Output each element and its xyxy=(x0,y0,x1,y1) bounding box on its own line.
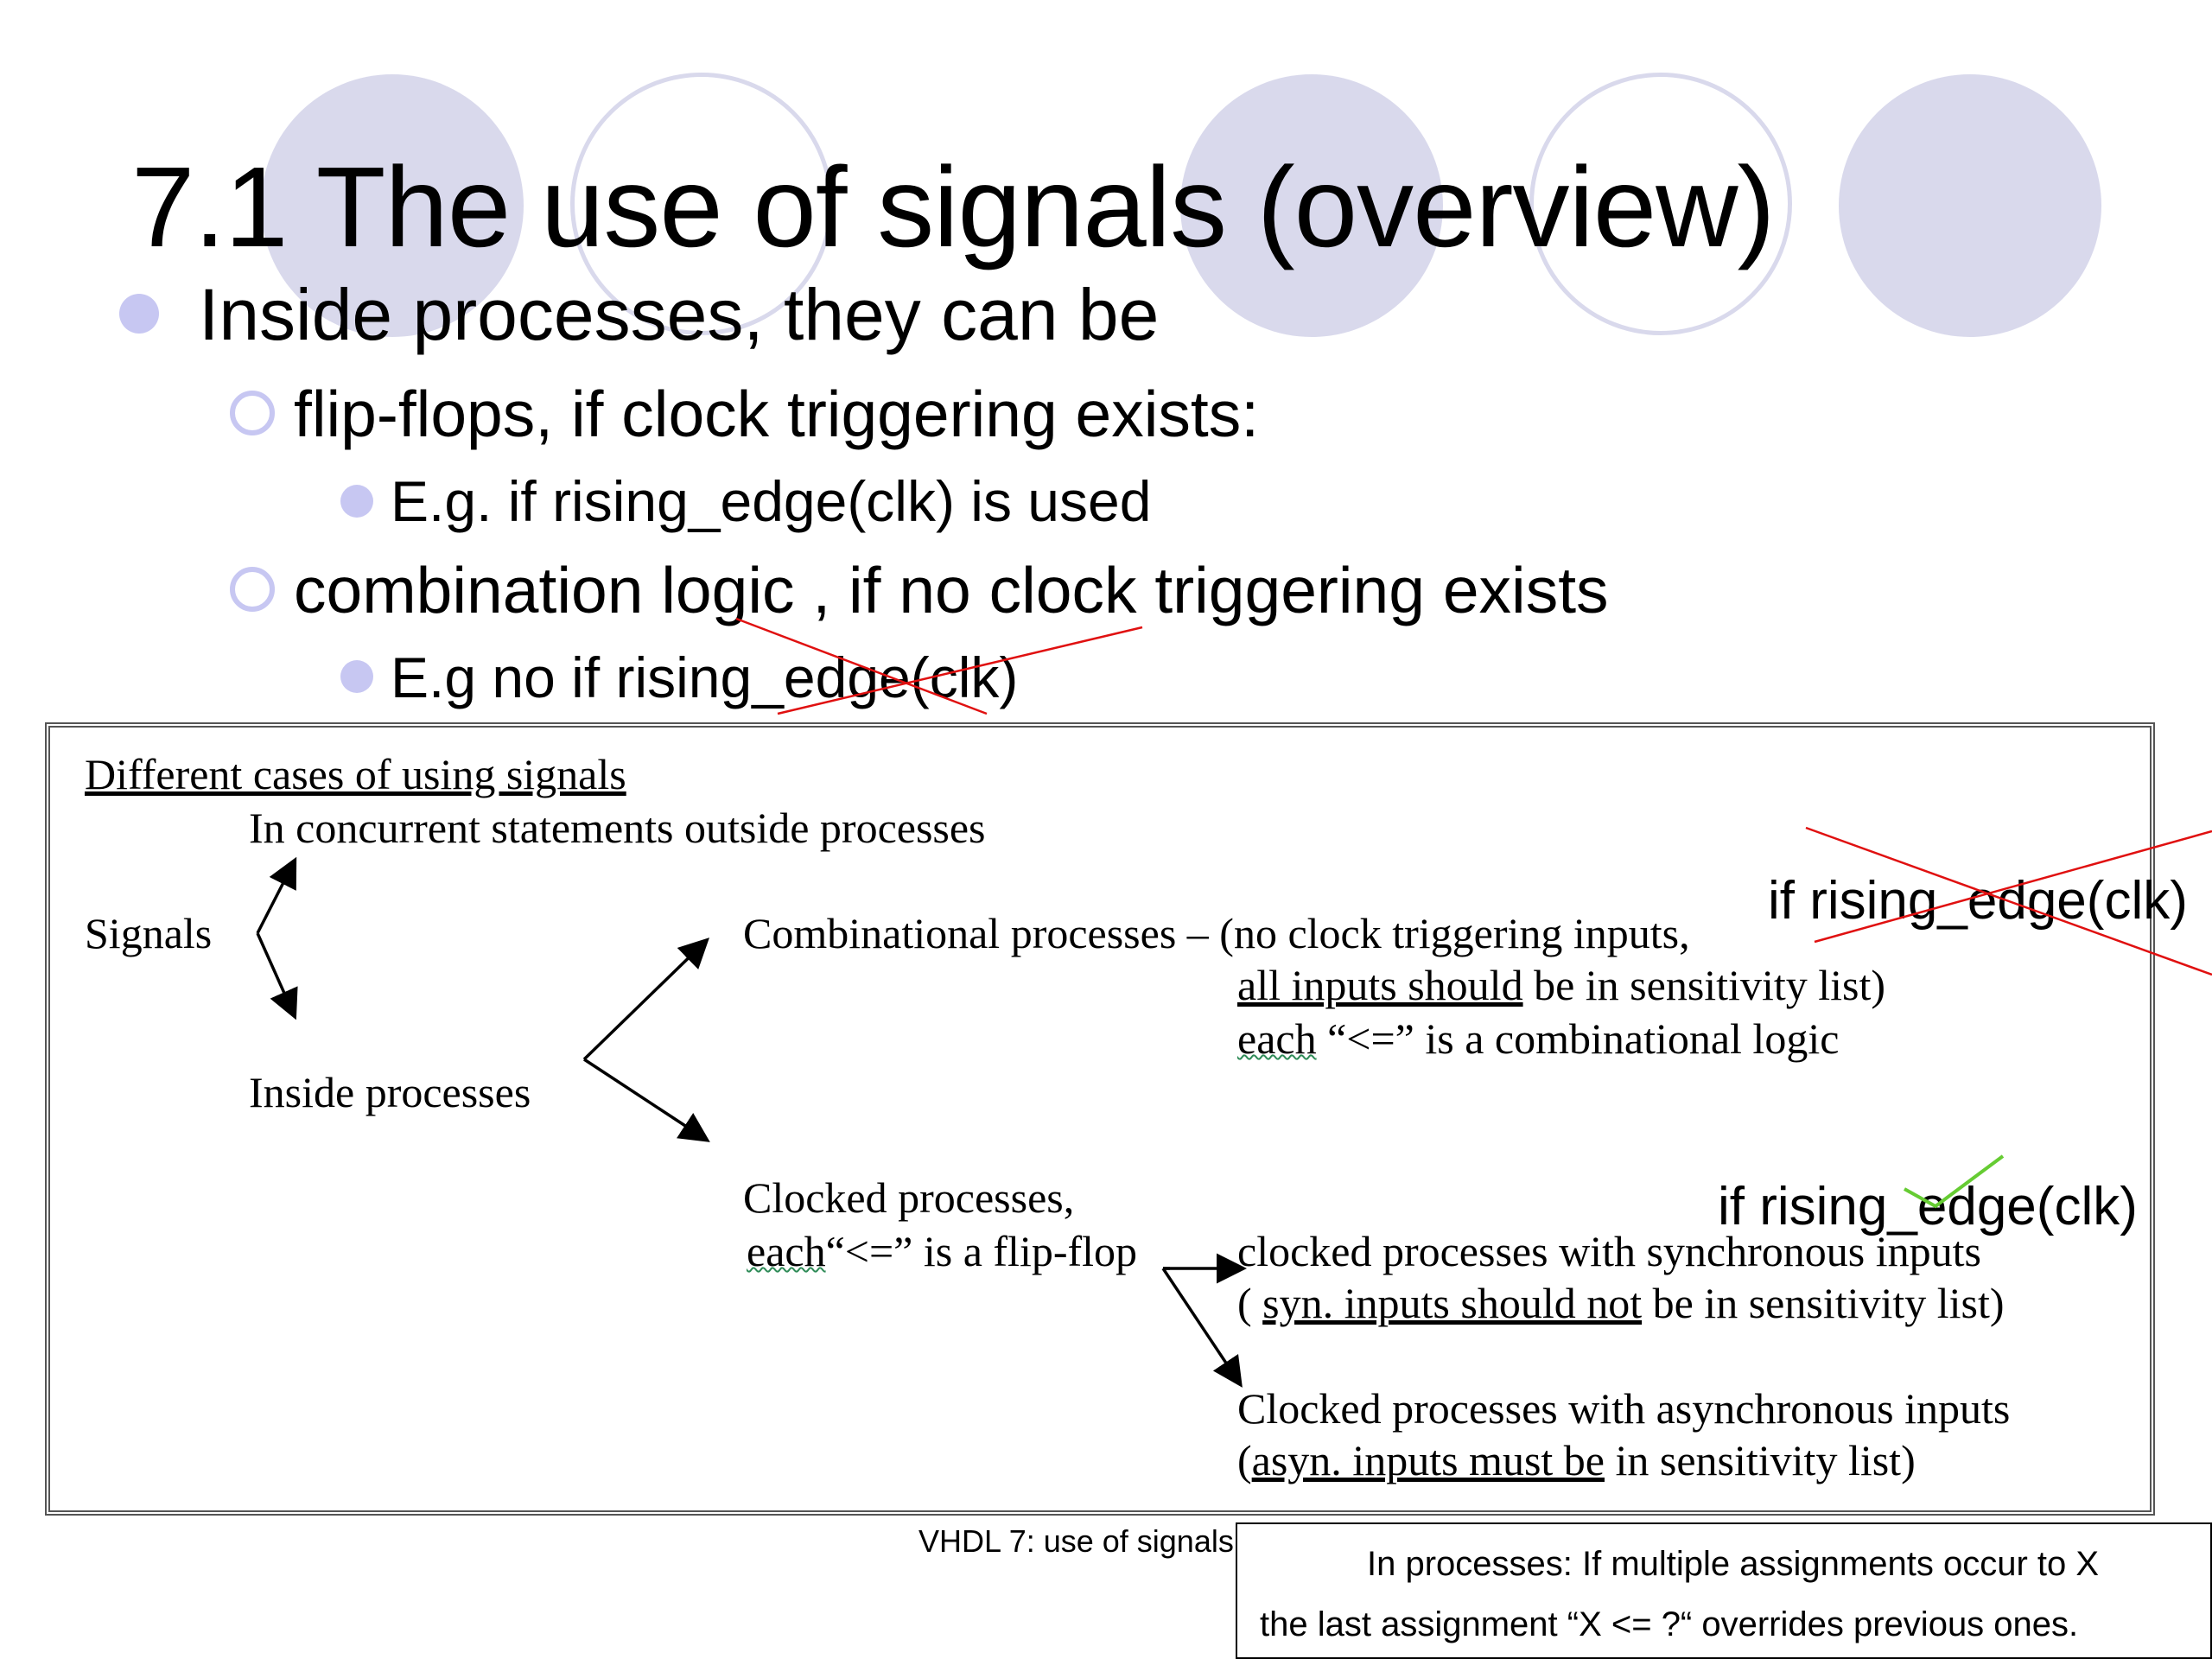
syn-inputs-should-not-text: syn. inputs should not xyxy=(1262,1279,1643,1327)
hollow-bullet-icon xyxy=(230,567,275,612)
bullet-inside-processes: Inside processes, they can be xyxy=(199,274,1160,355)
checked-if-annotation: if rising_edge(clk) xyxy=(1718,1177,2138,1236)
figure-sync-line1: clocked processes with synchronous input… xyxy=(1237,1227,1981,1275)
combinational-logic-text: “<=” is a combinational logic xyxy=(1316,1014,1840,1063)
each-text: each xyxy=(1237,1014,1317,1063)
sensitivity-list-text: in sensitivity list) xyxy=(1604,1436,1916,1484)
bullet-dot-icon xyxy=(340,485,373,518)
decor-circle-3 xyxy=(1180,74,1443,337)
figure-concurrent-label: In concurrent statements outside process… xyxy=(249,804,986,852)
figure-combinational-line1: Combinational processes – (no clock trig… xyxy=(743,909,1690,957)
signals-cases-figure xyxy=(45,722,2155,1516)
note-box: In processes: If multiple assignments oc… xyxy=(1236,1522,2212,1659)
sensitivity-list-text: be in sensitivity list) xyxy=(1522,961,1886,1009)
sensitivity-list-text: be in sensitivity list) xyxy=(1642,1279,2005,1327)
decor-circle-1 xyxy=(261,74,524,337)
note-line-2: the last assignment “X <= ?“ overrides p… xyxy=(1260,1605,2079,1643)
note-line-1: In processes: If multiple assignments oc… xyxy=(1367,1545,2100,1583)
bullet-combination-logic: combination logic , if no clock triggeri… xyxy=(294,554,1609,626)
decor-circle-4 xyxy=(1529,73,1792,335)
crossed-if-annotation: if rising_edge(clk) xyxy=(1768,871,2188,931)
slide-footer: VHDL 7: use of signals v.8a xyxy=(918,1523,1300,1559)
paren-text: ( xyxy=(1237,1279,1263,1327)
bullet-eg-no-rising-edge: E.g no if rising_edge(clk) xyxy=(391,645,1019,709)
bullet-dot-icon xyxy=(340,660,373,693)
figure-combinational-line2: all inputs should be in sensitivity list… xyxy=(1237,959,1885,1011)
asyn-inputs-must-be-text: asyn. inputs must be xyxy=(1251,1436,1605,1484)
all-inputs-should-text: all inputs should xyxy=(1237,961,1523,1009)
bullet-dot-icon xyxy=(119,294,159,334)
slide-title: 7.1 The use of signals (overview) xyxy=(131,143,1775,270)
flip-flop-text: “<=” is a flip-flop xyxy=(825,1227,1138,1275)
figure-combinational-line3: each “<=” is a combinational logic xyxy=(1237,1013,1839,1065)
bullet-flip-flops: flip-flops, if clock triggering exists: xyxy=(294,378,1260,450)
paren-text: ( xyxy=(1237,1436,1252,1484)
figure-sync-line2: ( syn. inputs should not be in sensitivi… xyxy=(1237,1277,2005,1329)
figure-clocked-line2: each“<=” is a flip-flop xyxy=(747,1225,1137,1277)
figure-clocked-line1: Clocked processes, xyxy=(743,1173,1075,1222)
hollow-bullet-icon xyxy=(230,391,275,435)
figure-async-line2: (asyn. inputs must be in sensitivity lis… xyxy=(1237,1434,1916,1486)
bullet-eg-rising-edge: E.g. if rising_edge(clk) is used xyxy=(391,469,1152,533)
figure-heading: Different cases of using signals xyxy=(85,750,626,798)
figure-inside-processes-label: Inside processes xyxy=(249,1068,531,1116)
decor-circle-5 xyxy=(1839,74,2101,337)
decor-circle-2 xyxy=(570,73,833,335)
figure-signals-label: Signals xyxy=(85,909,213,957)
figure-async-line1: Clocked processes with asynchronous inpu… xyxy=(1237,1384,2011,1433)
each-text: each xyxy=(747,1227,826,1275)
